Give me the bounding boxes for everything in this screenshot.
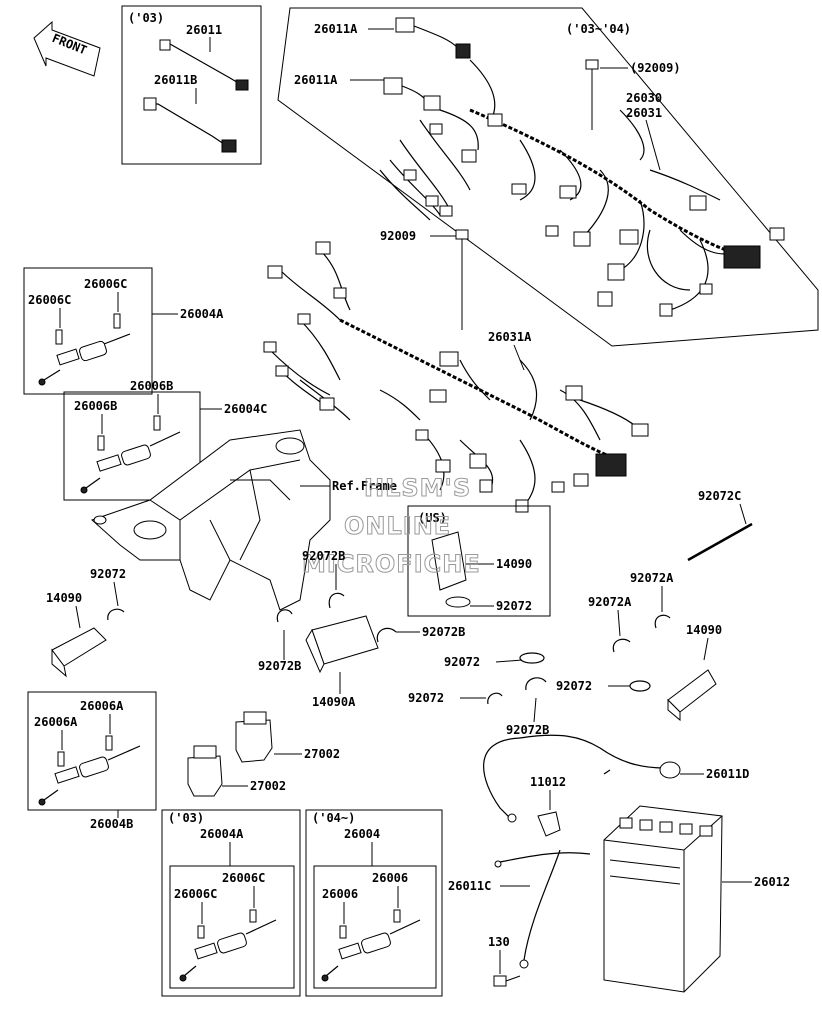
part-label-26011a-2: 26011A — [294, 73, 338, 87]
part-label-92072a-a: 92072A — [630, 571, 674, 585]
part-label-27002-a: 27002 — [304, 747, 340, 761]
part-label-14090a: 14090A — [312, 695, 356, 709]
part-label-92072c: 92072C — [698, 489, 741, 503]
relays-27002: 27002 27002 — [187, 711, 340, 797]
battery-26012: 26012 — [603, 805, 790, 993]
box-top-left-label: ('03) — [128, 11, 164, 25]
battery-cables: 26011D 11012 26011C 130 — [448, 734, 749, 987]
part-label-26006c-box1: 26006C — [222, 871, 265, 885]
box-top-right-label: ('03~'04) — [566, 22, 631, 36]
part-label-92072-left: 92072 — [90, 567, 126, 581]
part-label-26004a-box: 26004A — [200, 827, 244, 841]
watermark: HLSM'S ONLINE MICROFICHE — [302, 474, 481, 579]
part-label-26006-box1: 26006 — [372, 871, 408, 885]
frame: Ref.Frame — [91, 429, 397, 611]
part-label-14090-us: 14090 — [496, 557, 532, 571]
box-top-right: ('03~'04) 26011A 26011A (92009) 26030 26… — [277, 7, 819, 347]
part-label-26012: 26012 — [754, 875, 790, 889]
part-label-92072b-c: 92072B — [422, 625, 465, 639]
part-label-26006b-b: 26006B — [74, 399, 117, 413]
part-label-26011c: 26011C — [448, 879, 491, 893]
part-label-26006a-b: 26006A — [34, 715, 78, 729]
front-arrow: FRONT — [33, 20, 101, 77]
part-label-92072-c2: 92072 — [408, 691, 444, 705]
part-label-26006-box2: 26006 — [322, 887, 358, 901]
part-label-14090-left: 14090 — [46, 591, 82, 605]
part-label-92072b-d: 92072B — [506, 723, 549, 737]
part-label-92072a-b: 92072A — [588, 595, 632, 609]
part-label-92009-paren: (92009) — [630, 61, 681, 75]
box-bottom-left-label: ('03) — [168, 811, 204, 825]
part-label-92072-us: 92072 — [496, 599, 532, 613]
part-label-26011b: 26011B — [154, 73, 197, 87]
part-label-92072b-a: 92072B — [302, 549, 345, 563]
clamps: 92072C 92072B 92072 14090 92072A 92072A … — [46, 489, 753, 737]
box-us: (US) 14090 92072 — [407, 505, 551, 617]
harness-26031a: 92009 26031A — [263, 229, 649, 513]
part-label-92072-c1: 92072 — [444, 655, 480, 669]
part-label-11012: 11012 — [530, 775, 566, 789]
part-label-92072-c3: 92072 — [556, 679, 592, 693]
part-label-26004c: 26004C — [224, 402, 267, 416]
watermark-line-3: MICROFICHE — [302, 550, 481, 578]
part-label-130: 130 — [488, 935, 510, 949]
part-label-26006a-a: 26006A — [80, 699, 124, 713]
part-label-26006c-b: 26006C — [28, 293, 71, 307]
part-label-26006c-box2: 26006C — [174, 887, 217, 901]
part-label-26031a: 26031A — [488, 330, 532, 344]
part-label-26004-box: 26004 — [344, 827, 380, 841]
part-label-26004b: 26004B — [90, 817, 133, 831]
part-label-26006c-a: 26006C — [84, 277, 127, 291]
part-label-26030: 26030 — [626, 91, 662, 105]
ref-frame-label: Ref.Frame — [332, 479, 397, 493]
watermark-line-1: HLSM'S — [364, 474, 471, 502]
watermark-line-2: ONLINE — [344, 512, 451, 540]
part-label-26031: 26031 — [626, 106, 662, 120]
part-label-26011: 26011 — [186, 23, 222, 37]
part-label-92072b-b: 92072B — [258, 659, 301, 673]
part-label-92009: 92009 — [380, 229, 416, 243]
box-bottom-right: ('04~) 26004 26006 26006 — [305, 809, 443, 997]
part-label-26004a: 26004A — [180, 307, 224, 321]
box-us-label: (US) — [418, 511, 447, 525]
box-26004c: 26006B 26006B 26004C — [63, 379, 267, 501]
box-bottom-right-label: ('04~) — [312, 811, 355, 825]
part-label-26006b-a: 26006B — [130, 379, 173, 393]
box-26004a: 26006C 26006C 26004A — [23, 267, 224, 395]
box-26004b: 26006A 26006A 26004B — [27, 691, 157, 831]
part-label-14090-right: 14090 — [686, 623, 722, 637]
box-bottom-left: ('03) 26004A 26006C 26006C — [161, 809, 301, 997]
part-label-27002-b: 27002 — [250, 779, 286, 793]
part-label-26011d: 26011D — [706, 767, 749, 781]
box-top-left: ('03) 26011 26011B — [121, 5, 262, 165]
part-label-26011a-1: 26011A — [314, 22, 358, 36]
